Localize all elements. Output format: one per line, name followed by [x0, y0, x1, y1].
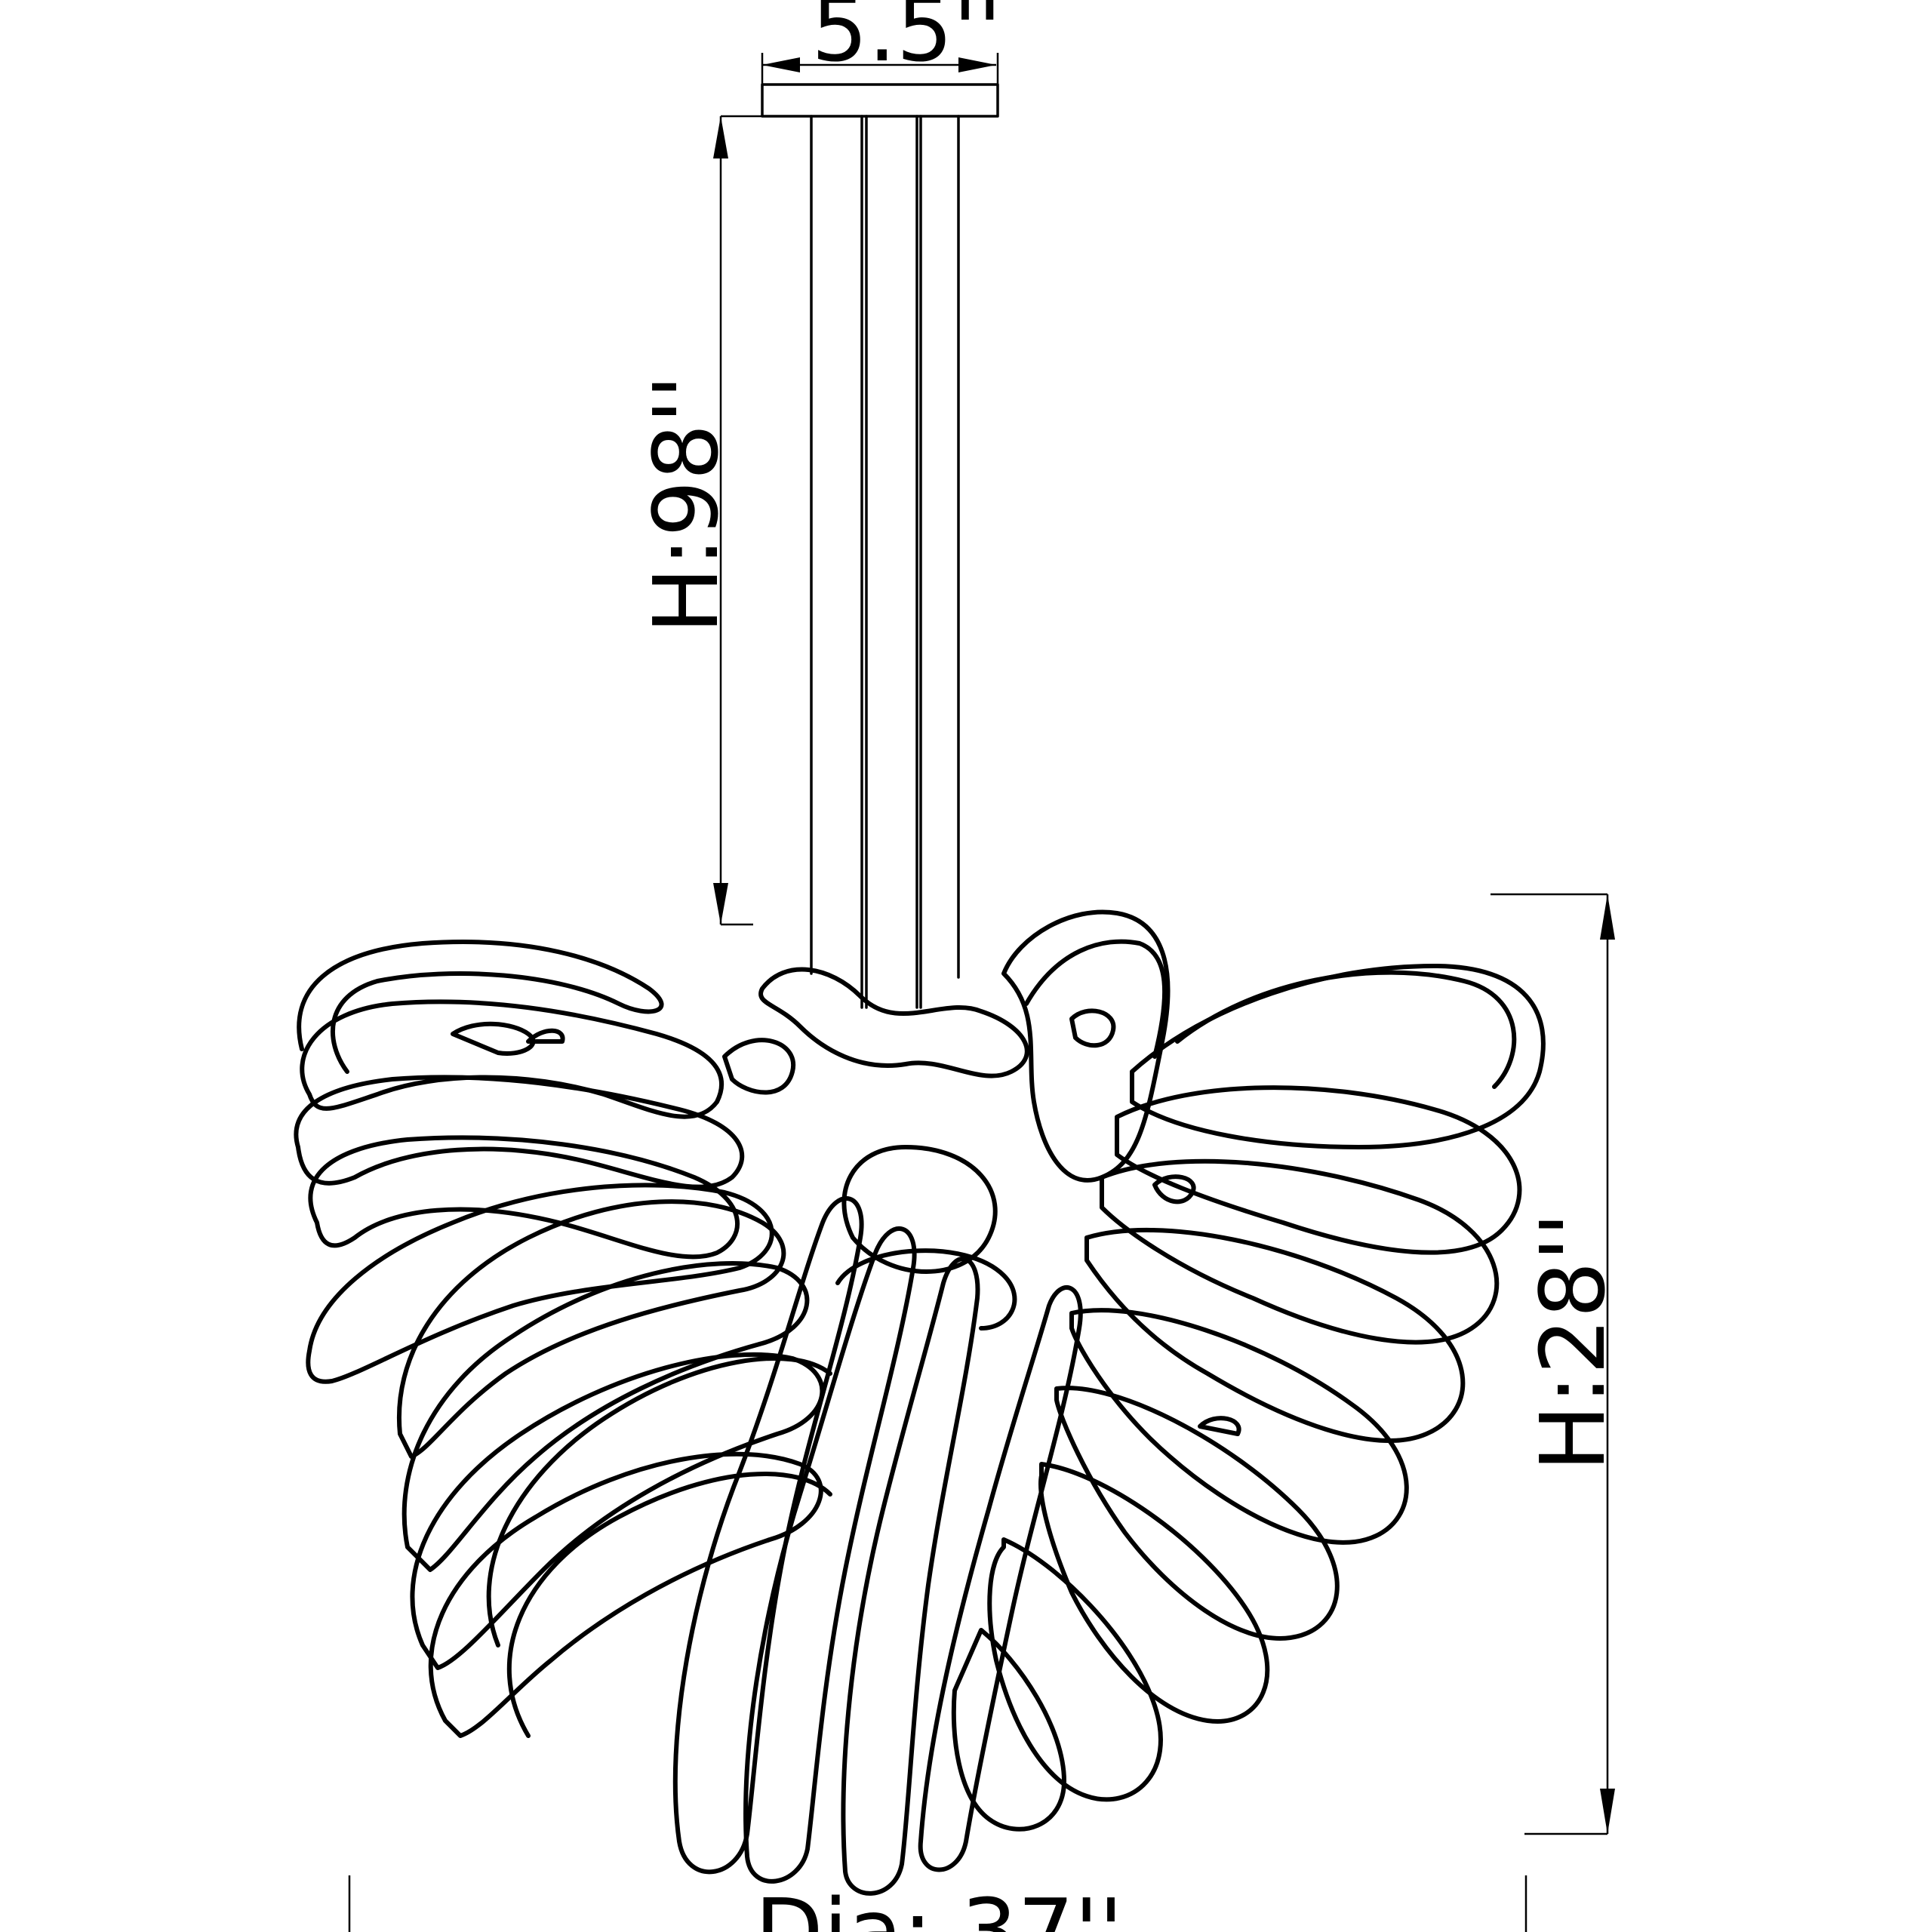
fixture-height-dimension: H:28'' — [1491, 893, 1625, 1835]
canopy — [761, 83, 999, 118]
overall-height-label: H:98'' — [634, 374, 738, 634]
suspension-rods — [810, 115, 960, 1009]
diameter-label: Dia: 37'' — [755, 1879, 1123, 1932]
diameter-dimension: Dia: 37'' — [348, 1875, 1527, 1932]
fixture-height-label: H:28'' — [1521, 1212, 1625, 1472]
canopy-width-label: 5.5'' — [811, 0, 1002, 82]
chandelier-body — [294, 909, 1546, 1896]
canopy-width-dimension: 5.5'' — [761, 0, 1002, 85]
overall-height-dimension: H:98'' — [634, 115, 762, 926]
